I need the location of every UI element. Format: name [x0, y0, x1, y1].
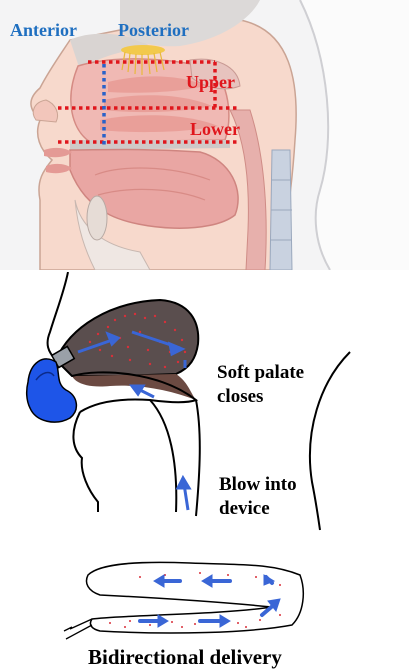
label-posterior: Posterior	[118, 21, 189, 39]
label-soft-palate-closes: Soft palate closes	[217, 361, 304, 409]
bidirectional-flow-sketch	[0, 535, 409, 645]
device-nostril-sketch	[0, 272, 409, 532]
label-blow-into-device: Blow into device	[219, 473, 297, 521]
device-nostril-panel: Soft palate closes Blow into device	[0, 272, 409, 532]
bidirectional-panel: Bidirectional delivery	[0, 535, 409, 672]
label-upper: Upper	[186, 73, 235, 91]
nasal-device	[27, 346, 77, 422]
caption-bidirectional-delivery: Bidirectional delivery	[88, 647, 282, 668]
head-sagittal-panel: Anterior Posterior Upper Lower	[0, 0, 409, 270]
label-anterior: Anterior	[10, 21, 77, 39]
label-lower: Lower	[190, 120, 240, 138]
